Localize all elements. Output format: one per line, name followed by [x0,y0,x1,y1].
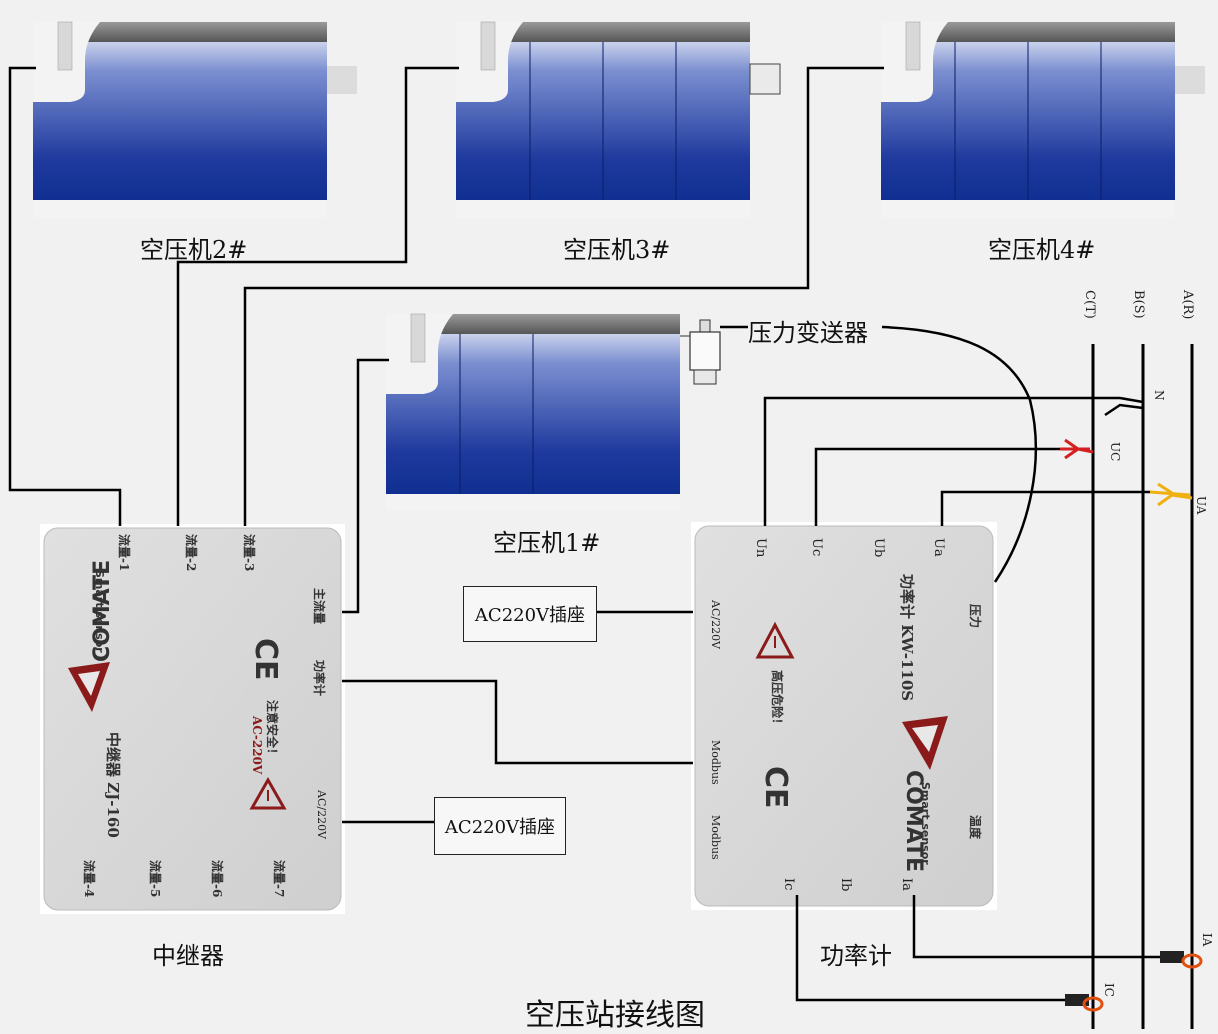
ua-clip-icon [1149,482,1193,507]
compressor-2 [33,21,357,218]
compressor-3-label: 空压机3# [563,236,671,264]
compressor-3 [456,21,781,218]
power-meter-device [691,522,997,910]
phase-a-label: A(R) [1180,290,1195,320]
power-meter-port-ib: Ib [838,878,853,892]
ce-mark-icon: CE CE [248,638,793,809]
page-title: 空压站接线图 [525,998,705,1033]
repeater-warning-text: 注意安全！ [265,700,279,761]
pressure-transmitter-device [680,319,721,385]
repeater-port-flow-2: 流量-2 [184,534,198,572]
repeater-port-flow-5: 流量-5 [148,860,162,898]
power-meter-port-ua: Ua [931,538,946,557]
repeater-brand: COMATE [90,559,115,662]
svg-text:CE: CE [248,638,283,681]
wire-ic-label: IC [1102,983,1116,997]
repeater-port-flow-7: 流量-7 [272,860,286,898]
ia-clamp-icon [1160,951,1203,969]
power-meter-model: 功率计 KW-110S [898,574,916,702]
repeater-port-flow-3: 流量-3 [242,534,256,572]
repeater-port-flow-1: 流量-1 [117,534,131,572]
n-clip-icon [1104,396,1144,417]
power-meter-port-pressure: 压力 [968,604,982,629]
power-meter-port-ic: Ic [781,878,796,891]
ic-clamp-icon [1065,994,1104,1012]
socket-box: AC220V插座 [463,586,597,642]
svg-text:CE: CE [758,766,793,809]
power-meter-port-uc: Uc [809,538,824,557]
repeater-model: 中继器 ZJ-160 [104,732,122,838]
power-meter-port-un: Un [753,538,768,558]
repeater-port-flow-4: 流量-4 [82,860,96,898]
compressor-4-label: 空压机4# [988,236,1096,264]
compressor-2-label: 空压机2# [140,236,248,264]
comate-logo-icon [68,662,110,712]
warning-icon [755,621,795,659]
power-meter-port-ac: AC/220V [709,600,722,650]
repeater-port-power-meter: 功率计 [312,660,326,697]
phase-c-label: C(T) [1082,290,1097,319]
repeater-port-main-flow: 主流量 [312,588,326,625]
warning-icon [249,776,287,810]
uc-clip-icon [1060,438,1094,460]
repeater-label: 中继器 [152,942,224,970]
power-meter-port-modbus-2: Modbus [709,815,722,860]
compressor-1-label: 空压机1# [493,529,601,557]
comate-logo-icon [902,716,948,770]
compressor-4 [881,21,1205,218]
wire-n-label: N [1152,390,1166,401]
wire-ua-label: UA [1194,496,1208,515]
wire-ia-label: IA [1200,933,1214,947]
power-meter-port-ia: Ia [899,878,914,891]
phase-lines [1091,344,1194,1029]
power-meter-brand: COMATE [901,770,926,873]
socket-box: AC220V插座 [434,797,566,855]
power-meter-warning-text: 高压危险！ [770,670,784,731]
power-meter-port-modbus-1: Modbus [709,740,722,785]
compressor-1 [386,313,680,510]
signal-wires [8,66,1160,1002]
phase-b-label: B(S) [1131,290,1146,319]
power-meter-port-ub: Ub [871,538,886,558]
repeater-device [40,524,345,914]
wire-uc-label: UC [1108,442,1122,462]
power-meter-port-temp: 温度 [968,815,982,840]
power-meter-label: 功率计 [820,942,892,970]
repeater-warning-voltage: AC-220V [250,716,264,775]
repeater-port-flow-6: 流量-6 [210,860,224,898]
repeater-port-ac: AC/220V [315,790,328,840]
pressure-transmitter-label: 压力变送器 [748,319,868,347]
